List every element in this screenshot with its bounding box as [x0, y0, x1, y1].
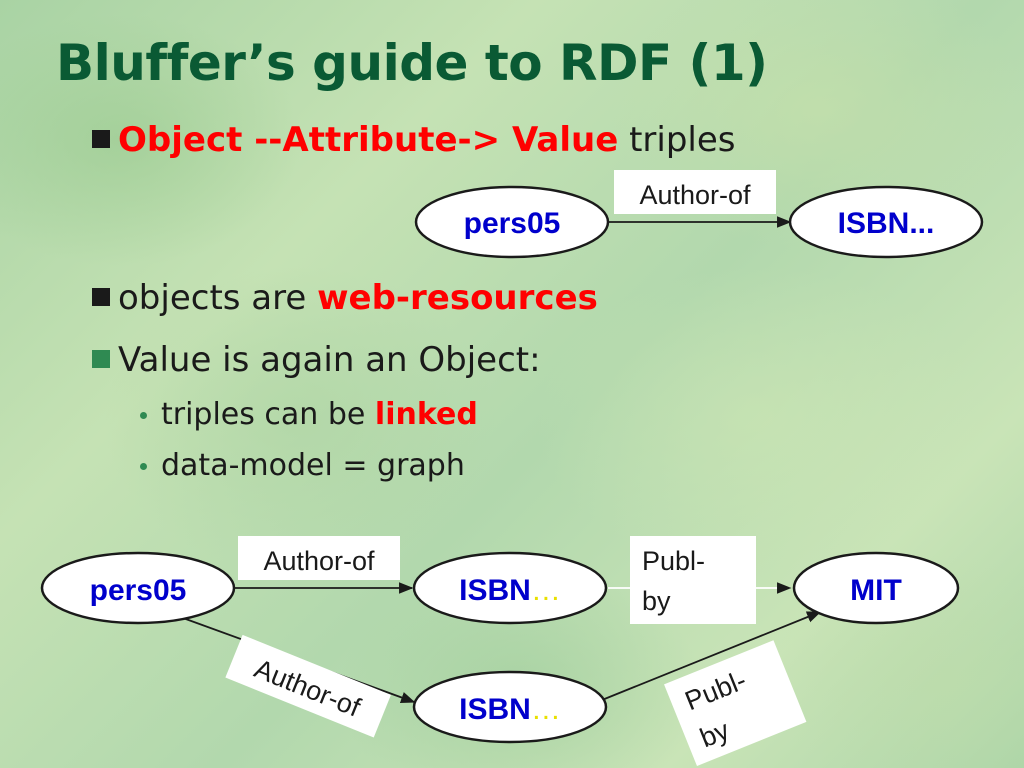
top-object-node: [788, 185, 984, 259]
isbn-bottom-ellipsis: …: [531, 693, 561, 726]
bullet-text: data-model = graph: [161, 448, 465, 483]
isbn-top-ellipsis: …: [531, 574, 561, 607]
bullet-highlight: linked: [374, 397, 478, 432]
mit-label: MIT: [850, 574, 902, 607]
square-bullet-icon: [92, 288, 110, 306]
bullet-web-resources: objects are web-resources: [92, 278, 598, 318]
isbn-top-label: ISBN: [459, 574, 531, 607]
pers05-node: [40, 551, 236, 625]
dot-bullet-icon: [140, 412, 147, 419]
bullet-text: objects are: [118, 278, 318, 318]
bullet-text: Value is again an Object:: [118, 340, 541, 380]
top-object-label: ISBN...: [838, 207, 935, 240]
top-subject-node: [414, 185, 610, 259]
subbullet-linked: triples can be linked: [140, 397, 478, 432]
bullet-highlight: Object --Attribute-> Value: [118, 120, 619, 160]
mit-node: [792, 551, 960, 625]
publ-by-top-box: [630, 536, 756, 624]
bullet-highlight: web-resources: [317, 278, 598, 318]
bottom-graph: Author-of Publ- by Author-of Publ- by pe…: [40, 536, 960, 767]
author-of-bottom-group: Author-of: [225, 634, 391, 738]
square-bullet-icon: [92, 350, 110, 368]
top-triple: Author-of pers05 ISBN...: [414, 170, 984, 259]
top-edge-label: Author-of: [639, 180, 751, 210]
isbn-top-node: [412, 551, 608, 625]
isbn-bottom-label: ISBN: [459, 693, 531, 726]
top-edge-label-box: [614, 170, 776, 214]
edge-isbn-bottom-mit: [601, 611, 822, 701]
top-subject-label: pers05: [464, 207, 561, 240]
author-of-top-label: Author-of: [263, 546, 375, 576]
bullet-triples: Object --Attribute-> Value triples: [92, 120, 736, 160]
slide-title: Bluffer’s guide to RDF (1): [56, 34, 768, 92]
isbn-bottom-text: ISBN…: [459, 693, 561, 726]
square-bullet-icon: [92, 130, 110, 148]
publ-by-top-line2: by: [642, 586, 671, 616]
bullet-text: triples: [618, 120, 736, 160]
publ-by-top-line1: Publ-: [642, 546, 705, 576]
publ-by-bottom-box: [664, 640, 807, 767]
author-of-top-box: [238, 536, 400, 580]
subbullet-graph: data-model = graph: [140, 448, 465, 483]
isbn-top-text: ISBN…: [459, 574, 561, 607]
isbn-bottom-node: [412, 670, 608, 744]
publ-by-bottom-group: Publ- by: [664, 640, 807, 767]
author-of-bottom-box: [225, 634, 391, 738]
dot-bullet-icon: [140, 463, 147, 470]
bullet-text: triples can be: [161, 397, 375, 432]
bullet-value-object: Value is again an Object:: [92, 340, 541, 380]
pers05-label: pers05: [90, 574, 187, 607]
